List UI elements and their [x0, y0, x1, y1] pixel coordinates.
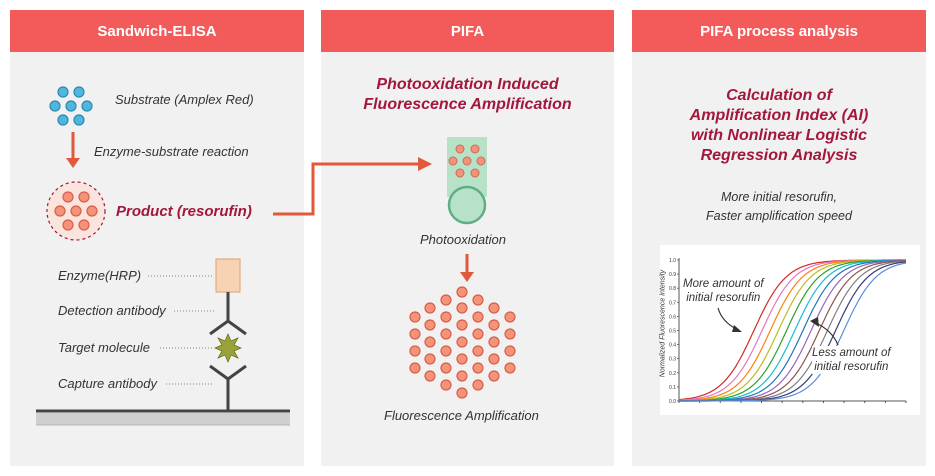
amplified-molecule — [456, 302, 468, 314]
label-leaders — [148, 275, 214, 385]
amplified-molecule — [456, 336, 468, 348]
y-tick-label: 0.9 — [669, 272, 676, 278]
target-molecule-icon — [213, 332, 243, 364]
panel-sandwich-elisa: Sandwich-ELISA — [10, 10, 304, 466]
connector-arrow-icon — [273, 157, 432, 216]
tube-icon — [447, 137, 487, 225]
pifa-title: Photooxidation Induced Fluorescence Ampl… — [321, 75, 614, 115]
amplified-molecule — [456, 353, 468, 365]
amplified-molecule — [409, 328, 421, 340]
pifa-title-line2: Fluorescence Amplification — [363, 96, 572, 113]
photooxidation-label: Photooxidation — [420, 232, 507, 247]
product-label: Product (resorufin) — [116, 203, 252, 220]
y-tick-label: 0.2 — [669, 371, 676, 377]
reaction-label: Enzyme-substrate reaction — [94, 144, 249, 159]
analysis-title-line4: Regression Analysis — [700, 147, 858, 164]
amplified-molecules-icon — [409, 286, 516, 399]
chart-ylabel: Normalized Fluorescence Intensity — [659, 269, 667, 378]
amplified-molecule — [456, 286, 468, 298]
amplified-molecule — [424, 319, 436, 331]
analysis-title-line2: Amplification Index (AI) — [689, 107, 869, 124]
amplified-molecule — [440, 328, 452, 340]
capture-antibody-label: Capture antibody — [58, 376, 158, 391]
y-tick-label: 1.0 — [669, 258, 676, 264]
amplified-molecule — [456, 370, 468, 382]
analysis-subtitle: More initial resorufin, Faster amplifica… — [632, 188, 926, 226]
panel-header-pifa: PIFA — [321, 10, 614, 52]
amplified-molecule — [472, 345, 484, 357]
annotation-more: More amount of initial resorufin — [683, 277, 764, 305]
amplified-molecule — [488, 353, 500, 365]
amplified-molecule — [409, 345, 421, 357]
amplified-molecule — [488, 336, 500, 348]
fluorescence-amplification-label: Fluorescence Amplification — [384, 408, 539, 423]
amplified-molecule — [424, 353, 436, 365]
enzyme-hrp-icon — [215, 258, 241, 293]
annotation-less: Less amount of initial resorufin — [812, 346, 891, 374]
annotation-arrows — [717, 307, 839, 346]
annotation-less-line1: Less amount of — [812, 347, 891, 359]
y-tick-label: 0.6 — [669, 314, 676, 320]
amplified-molecule — [472, 311, 484, 323]
amplified-molecule — [440, 379, 452, 391]
y-tick-label: 0.4 — [669, 343, 676, 349]
y-tick-label: 0.8 — [669, 286, 676, 292]
amplified-molecule — [409, 311, 421, 323]
panel-pifa: PIFA — [321, 10, 614, 466]
analysis-title-line3: with Nonlinear Logistic — [690, 127, 867, 144]
amplified-molecule — [424, 302, 436, 314]
annotation-more-line2: initial resorufin — [686, 292, 761, 304]
analysis-subtitle-line2: Faster amplification speed — [706, 209, 852, 223]
annotation-more-line1: More amount of — [683, 278, 764, 290]
amplified-molecule — [472, 379, 484, 391]
y-tick-label: 0.5 — [669, 329, 676, 335]
annotation-less-line2: initial resorufin — [814, 361, 889, 373]
amplified-molecule — [440, 311, 452, 323]
analysis-subtitle-line1: More initial resorufin, — [720, 190, 837, 204]
amplified-molecule — [456, 319, 468, 331]
target-molecule-label: Target molecule — [58, 340, 151, 355]
y-tick-label: 0.0 — [669, 399, 676, 405]
panel-header-elisa: Sandwich-ELISA — [10, 10, 304, 52]
product-molecules-icon — [46, 181, 106, 241]
amplified-molecule — [488, 370, 500, 382]
detection-antibody-icon — [209, 319, 247, 336]
detection-antibody-label: Detection antibody — [58, 303, 166, 318]
amplified-molecule — [472, 328, 484, 340]
amplified-molecule — [488, 302, 500, 314]
substrate-molecules-icon — [49, 86, 93, 126]
amplified-molecule — [488, 319, 500, 331]
analysis-title-line1: Calculation of — [726, 87, 832, 104]
y-tick-label: 0.1 — [669, 385, 676, 391]
amplified-molecule — [504, 328, 516, 340]
panel-header-analysis: PIFA process analysis — [632, 10, 926, 52]
substrate-label: Substrate (Amplex Red) — [115, 92, 254, 107]
photooxidation-arrow-icon — [460, 254, 474, 282]
amplified-molecule — [456, 387, 468, 399]
reaction-arrow-icon — [66, 132, 80, 168]
amplified-molecule — [409, 362, 421, 374]
y-tick-label: 0.3 — [669, 357, 676, 363]
y-tick-label: 0.7 — [669, 300, 676, 306]
capture-antibody-icon — [209, 364, 247, 381]
amplified-molecule — [504, 362, 516, 374]
amplified-molecule — [472, 362, 484, 374]
enzyme-label: Enzyme(HRP) — [58, 268, 142, 283]
pifa-title-line1: Photooxidation Induced — [376, 76, 559, 93]
amplified-molecule — [440, 294, 452, 306]
amplified-molecule — [504, 345, 516, 357]
amplified-molecule — [440, 345, 452, 357]
amplified-molecule — [424, 370, 436, 382]
amplified-molecule — [472, 294, 484, 306]
amplified-molecule — [504, 311, 516, 323]
series-line — [679, 262, 907, 402]
plate-surface-icon — [36, 409, 290, 426]
analysis-title: Calculation of Amplification Index (AI) … — [632, 86, 926, 166]
amplified-molecule — [424, 336, 436, 348]
amplified-molecule — [440, 362, 452, 374]
logistic-chart: 0.0 0.1 0.2 0.3 0.4 0.5 0.6 0.7 0.8 0.9 1.0 — [660, 245, 920, 415]
